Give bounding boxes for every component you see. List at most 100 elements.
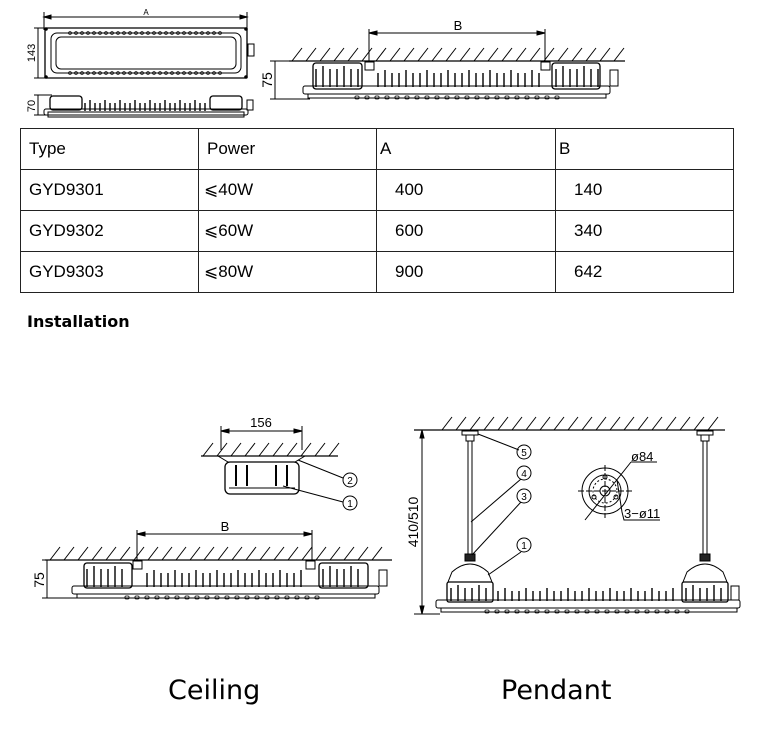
ceiling-hatch-line [119, 546, 131, 561]
plan-fastener-dot [182, 31, 186, 35]
ceiling-hatch-line [529, 47, 541, 62]
vent-hole [644, 609, 650, 614]
ceiling-caption: Ceiling [168, 675, 261, 706]
plan-fastener-dot [122, 71, 126, 75]
ceiling-hatch-line [599, 47, 611, 62]
vent-hole [494, 609, 500, 614]
ceiling-hatch-line [693, 416, 705, 431]
plan-fastener-dot [146, 71, 150, 75]
vent-hole [444, 95, 450, 100]
cell-power: ⩽80W [198, 251, 377, 293]
ceiling-hatch-line [441, 416, 453, 431]
plan-fastener-dot [134, 71, 138, 75]
mounting-hole-label: 3−ø11 [624, 506, 660, 521]
ceiling-hatch-line [515, 47, 527, 62]
dim-143-label: 143 [26, 44, 38, 62]
header-type: Type [20, 128, 199, 170]
ceiling-hatch-line [357, 546, 369, 561]
ceiling-hatch-line [216, 442, 228, 457]
vent-hole [524, 609, 530, 614]
ceiling-hatch-line [91, 546, 103, 561]
plan-fastener-dot [74, 71, 78, 75]
vent-hole [554, 95, 560, 100]
plan-fastener-dot [104, 31, 108, 35]
vent-hole [214, 595, 220, 600]
vent-hole [264, 595, 270, 600]
ceiling-hatch-line [581, 416, 593, 431]
ceiling-hatch-line [314, 442, 326, 457]
pendant-drawing [414, 416, 741, 615]
plan-fastener-dot [212, 71, 216, 75]
bracket-width-label: 156 [250, 415, 272, 430]
vent-hole [164, 595, 170, 600]
vent-hole [314, 595, 320, 600]
callout-3-label: 3 [521, 492, 527, 503]
ceiling-hatch-line [301, 546, 313, 561]
plan-fastener-dot [140, 31, 144, 35]
plan-fastener-dot [188, 71, 192, 75]
plan-fastener-dot [128, 71, 132, 75]
vent-hole [244, 595, 250, 600]
ceiling-hatch-line [553, 416, 565, 431]
vent-hole [454, 95, 460, 100]
plan-fastener-dot [194, 71, 198, 75]
dim-b-label: B [454, 18, 463, 33]
plan-fastener-dot [128, 31, 132, 35]
callout-2-label: 2 [347, 476, 353, 487]
plan-fastener-dot [158, 31, 162, 35]
plan-fastener-dot [68, 71, 72, 75]
ceiling-hatch-line [497, 416, 509, 431]
vent-hole [564, 609, 570, 614]
plan-fastener-dot [218, 71, 222, 75]
ceiling-hatch-line [539, 416, 551, 431]
vent-hole [464, 95, 470, 100]
ceiling-hatch-line [567, 416, 579, 431]
header-power: Power [198, 128, 377, 170]
plan-fastener-dot [212, 31, 216, 35]
cell-a: 900 [376, 251, 556, 293]
ceiling-hatch-line [609, 416, 621, 431]
ceiling-hatch-line [161, 546, 173, 561]
vent-hole [484, 95, 490, 100]
vent-hole [414, 95, 420, 100]
ceiling-hatch-line [244, 442, 256, 457]
header-a: A [376, 128, 556, 170]
plan-fastener-dot [122, 31, 126, 35]
ceiling-dim-b-label: B [221, 519, 230, 534]
vent-hole [294, 595, 300, 600]
vent-hole [614, 609, 620, 614]
plan-fastener-dot [170, 71, 174, 75]
installation-heading: Installation [27, 312, 130, 331]
vent-hole [634, 609, 640, 614]
ceiling-hatch-line [455, 416, 467, 431]
callout-1-bubble [342, 495, 358, 511]
vent-hole [424, 95, 430, 100]
ceiling-hatch-line [707, 416, 719, 431]
ceiling-hatch-line [431, 47, 443, 62]
vent-hole [384, 95, 390, 100]
vent-hole [544, 609, 550, 614]
vent-hole [134, 595, 140, 600]
ceiling-hatch-line [557, 47, 569, 62]
vent-hole [604, 609, 610, 614]
cell-power: ⩽40W [198, 169, 377, 211]
plan-fastener-dot [116, 31, 120, 35]
ceiling-hatch-line [483, 416, 495, 431]
plan-fastener-dot [164, 31, 168, 35]
vent-hole [284, 595, 290, 600]
cell-type: GYD9301 [20, 169, 199, 211]
ceiling-hatch-line [343, 546, 355, 561]
vent-hole [624, 609, 630, 614]
plan-fastener-dot [110, 31, 114, 35]
plan-fastener-dot [80, 71, 84, 75]
ceiling-hatch-line [231, 546, 243, 561]
plan-fastener-dot [140, 71, 144, 75]
ceiling-hatch-line [230, 442, 242, 457]
ceiling-hatch-line [637, 416, 649, 431]
vent-hole [664, 609, 670, 614]
ceiling-hatch-line [333, 47, 345, 62]
ceiling-hatch-line [329, 546, 341, 561]
plan-fastener-dot [164, 71, 168, 75]
ceiling-hatch-line [273, 546, 285, 561]
plan-fastener-dot [176, 31, 180, 35]
